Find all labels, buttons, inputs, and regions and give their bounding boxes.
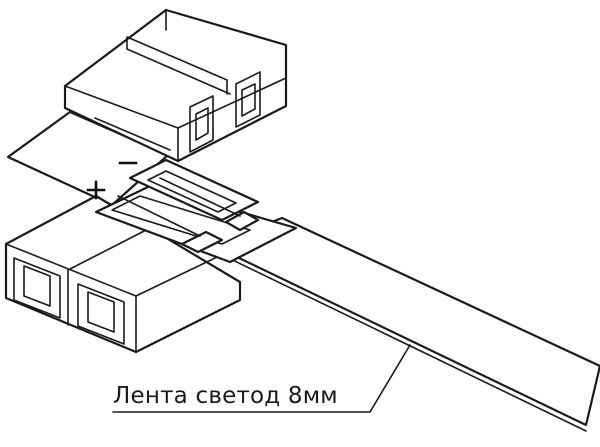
polarity-plus-mark [86, 180, 106, 200]
strip-caption: Лента светод 8мм [113, 383, 338, 409]
connector-lower [4, 194, 242, 354]
connector-upper [63, 8, 288, 163]
metal-clips [94, 158, 298, 264]
caption-leader [112, 344, 411, 413]
